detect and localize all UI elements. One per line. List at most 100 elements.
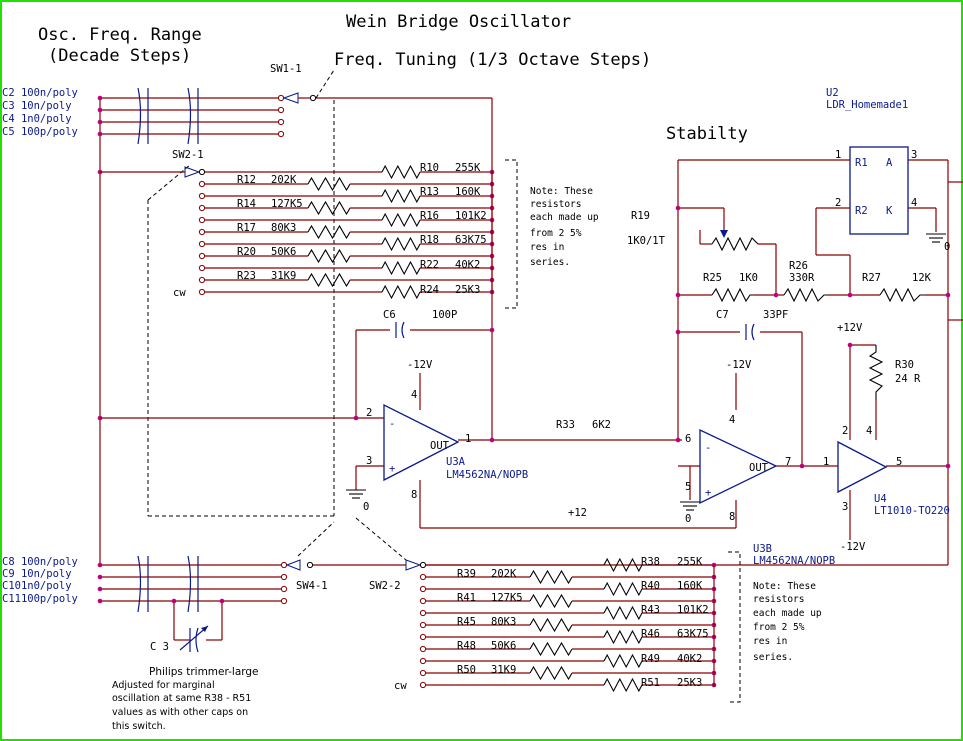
svg-text:Note: These: Note: These <box>753 581 816 592</box>
r23-ref: R23 <box>237 270 256 282</box>
sw4-1-switch[interactable] <box>280 559 406 605</box>
r27-val: 12K <box>912 272 932 284</box>
svg-text:from 2 5%: from 2 5% <box>753 622 805 633</box>
u2-part: LDR_Homemade1 <box>826 99 908 111</box>
top-cap-bank <box>99 87 280 565</box>
bot-ladder-right-resistor-1 <box>603 581 643 597</box>
r30-ref: R30 <box>895 359 914 371</box>
top-cap-bank-dots <box>97 95 103 421</box>
svg-text:oscillation at same R38 - R51: oscillation at same R38 - R51 <box>112 693 251 704</box>
r22-val: 40K2 <box>455 259 480 271</box>
ground-symbol-u2 <box>926 233 946 243</box>
c7-val: 33PF <box>763 309 788 321</box>
cap-c8-label: C8 100n/poly <box>2 556 78 568</box>
bot-ladder-left-resistor-3 <box>529 641 573 657</box>
u2-ldr: R1 R2 A K <box>849 146 909 235</box>
top-ladder-labels: R12 202K R14 127K5 R17 80K3 R20 50K6 R23… <box>237 162 487 296</box>
svg-text:K: K <box>886 205 893 217</box>
r40-ref: R40 <box>641 580 660 592</box>
top-ladder-right-resistor-4 <box>381 260 421 276</box>
c6-capacitor <box>395 321 405 339</box>
svg-text:+: + <box>705 487 711 499</box>
top-ladder-left-resistor-0 <box>307 176 351 192</box>
top-resistor-ladder <box>205 164 495 300</box>
svg-text:Adjusted for marginal: Adjusted for marginal <box>112 680 215 691</box>
svg-text:4: 4 <box>866 425 872 437</box>
r30-val: 24 R <box>895 373 921 385</box>
svg-text:0: 0 <box>944 241 950 253</box>
r16-val: 101K2 <box>455 210 487 222</box>
r33-val: 6K2 <box>592 419 611 431</box>
stability-title: Stabilty <box>666 124 748 144</box>
svg-text:series.: series. <box>530 257 570 268</box>
r46-ref: R46 <box>641 628 660 640</box>
svg-text:-: - <box>705 442 711 454</box>
bot-ladder-left-resistor-2 <box>529 617 573 633</box>
r51-ref: R51 <box>641 677 660 689</box>
sw2-2-switch[interactable] <box>405 559 427 689</box>
svg-text:2: 2 <box>842 425 848 437</box>
cap-c10-label: C101n0/poly <box>2 580 72 592</box>
main-title: Wein Bridge Oscillator <box>346 12 571 32</box>
sw4-1-label: SW4-1 <box>296 580 328 592</box>
r41-val: 127K5 <box>491 592 523 604</box>
svg-text:3: 3 <box>366 455 372 467</box>
r25-val: 1K0 <box>739 272 758 284</box>
u3a-ref: U3A <box>446 456 466 468</box>
r19-pot <box>699 230 759 252</box>
top-ladder-right-resistor-3 <box>381 236 421 252</box>
u4-buffer <box>837 440 888 494</box>
r18-val: 63K75 <box>455 234 487 246</box>
c3-note: Adjusted for marginal oscillation at sam… <box>112 680 251 732</box>
svg-text:each made up: each made up <box>753 608 822 619</box>
r17-val: 80K3 <box>271 222 296 234</box>
range-subtitle: (Decade Steps) <box>48 46 191 66</box>
svg-text:5: 5 <box>685 481 691 493</box>
cap-c11-label: C11100p/poly <box>2 593 78 605</box>
u4-neg-rail: -12V <box>840 541 866 553</box>
top-note: Note: These resistors each made up from … <box>505 159 599 309</box>
u2-ref: U2 <box>826 87 839 99</box>
bot-ladder-right-resistor-5 <box>603 677 643 693</box>
r14-ref: R14 <box>237 198 256 210</box>
r26-resistor <box>783 287 828 303</box>
svg-text:res in: res in <box>530 242 564 253</box>
r22-ref: R22 <box>420 259 439 271</box>
r38-val: 255K <box>677 556 703 568</box>
r25-resistor <box>711 287 754 303</box>
svg-text:OUT: OUT <box>430 440 450 452</box>
r27-resistor <box>879 287 926 303</box>
svg-text:0: 0 <box>363 501 369 513</box>
svg-text:+: + <box>389 463 395 475</box>
r20-ref: R20 <box>237 246 256 258</box>
u3b-ref: U3B <box>753 543 772 555</box>
cap-c9-label: C9 10n/poly <box>2 568 72 580</box>
u4-part: LT1010-TO220 <box>874 505 950 517</box>
r12-val: 202K <box>271 174 297 186</box>
top-ladder-right-resistor-1 <box>381 188 421 204</box>
sw1-1-switch[interactable] <box>277 92 492 138</box>
r10-ref: R10 <box>420 162 439 174</box>
bot-ladder-left-resistor-1 <box>529 593 573 609</box>
r30-resistor <box>868 345 884 400</box>
bottom-resistor-ladder <box>426 557 717 693</box>
svg-text:4: 4 <box>911 197 917 209</box>
r26-ref: R26 <box>789 260 808 272</box>
svg-text:A: A <box>886 157 893 169</box>
r14-val: 127K5 <box>271 198 303 210</box>
r13-val: 160K <box>455 186 481 198</box>
sw2-1-switch[interactable] <box>100 166 206 296</box>
top-ladder-left-resistor-4 <box>307 272 351 288</box>
svg-text:4: 4 <box>411 389 417 401</box>
r27-ref: R27 <box>862 272 881 284</box>
r39-val: 202K <box>491 568 517 580</box>
bot-ladder-right-resistor-2 <box>603 605 643 621</box>
r10-val: 255K <box>455 162 481 174</box>
u4-pos-rail: +12V <box>837 322 863 334</box>
r38-ref: R38 <box>641 556 660 568</box>
r49-val: 40K2 <box>677 653 702 665</box>
svg-text:series.: series. <box>753 652 793 663</box>
svg-text:R1: R1 <box>855 157 868 169</box>
r24-val: 25K3 <box>455 284 480 296</box>
top-ladder-right-resistor-2 <box>381 212 421 228</box>
